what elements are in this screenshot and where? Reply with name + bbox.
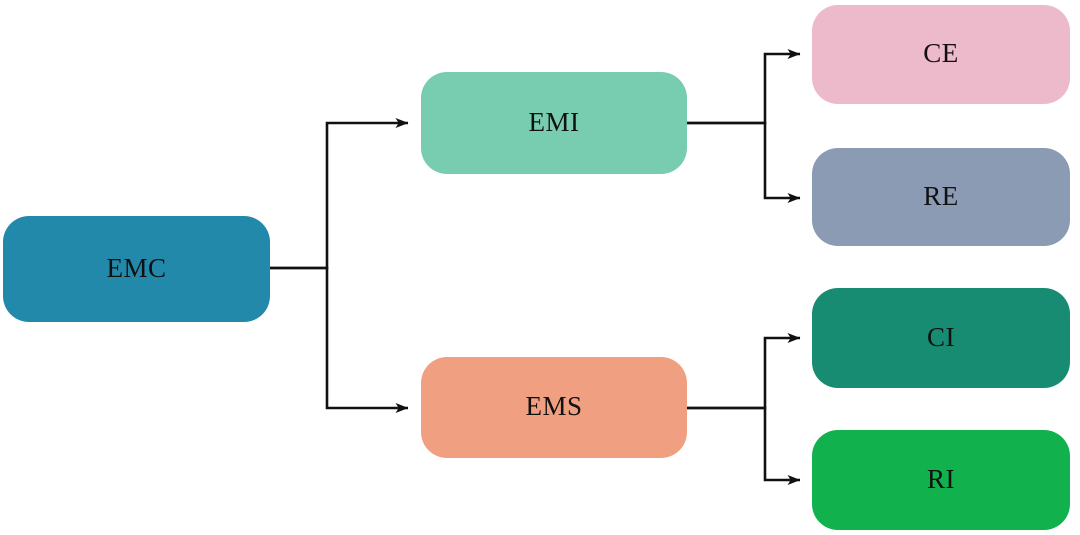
node-ri-label: RI (927, 463, 955, 494)
node-ems[interactable]: EMS (421, 357, 687, 458)
node-ce-label: CE (923, 38, 959, 68)
edge-ems-to-ri (687, 406, 801, 485)
node-re[interactable]: RE (812, 148, 1070, 246)
node-ci[interactable]: CI (812, 288, 1070, 388)
node-emc-label: EMC (106, 252, 167, 283)
node-re-label: RE (923, 180, 959, 211)
node-ri[interactable]: RI (812, 430, 1070, 530)
node-emc[interactable]: EMC (3, 216, 270, 322)
node-emi[interactable]: EMI (421, 72, 687, 174)
node-ce[interactable]: CE (812, 5, 1070, 104)
edge-ems-to-ci (687, 333, 801, 410)
edge-emi-to-ce (687, 49, 801, 125)
edge-emi-to-re (687, 121, 801, 203)
edge-emc-to-emi (270, 118, 409, 270)
node-ci-label: CI (927, 321, 955, 352)
edge-emc-to-ems (270, 266, 409, 413)
node-emi-label: EMI (528, 106, 580, 137)
node-ems-label: EMS (525, 391, 583, 421)
